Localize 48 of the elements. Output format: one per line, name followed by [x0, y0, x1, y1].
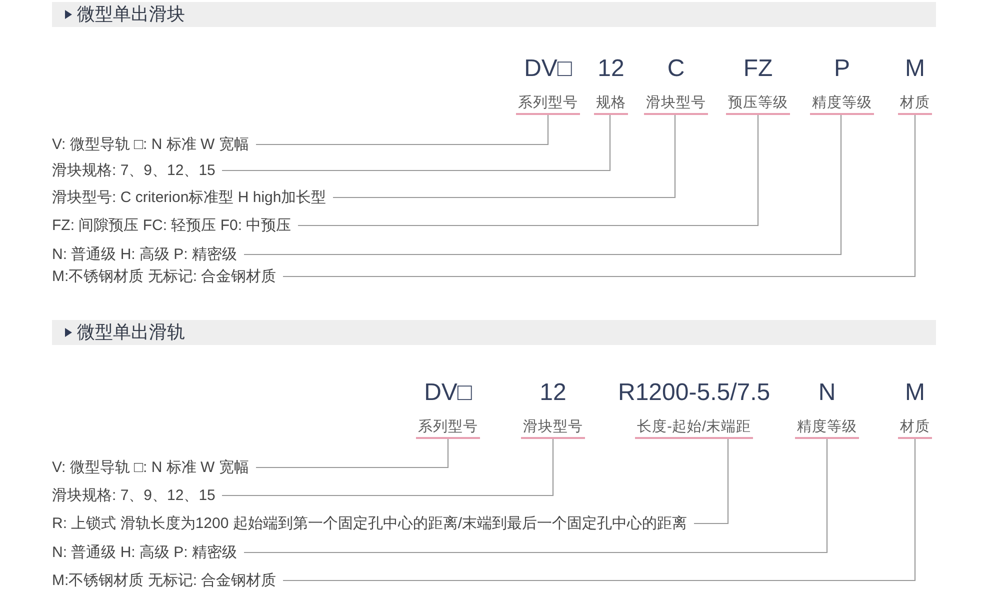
description-text: R: 上锁式 滑轨长度为1200 起始端到第一个固定孔中心的距离/末端到最后一个固定孔中心的距离 — [52, 514, 694, 532]
description-text: 滑块规格: 7、9、12、15 — [52, 160, 222, 180]
code-letters: M — [905, 379, 925, 407]
underlined-label: 精度等级 — [810, 94, 874, 115]
description-text: 滑块规格: 7、9、12、15 — [52, 486, 222, 504]
underlined-label: 滑块型号 — [644, 94, 708, 115]
leader-line — [222, 115, 611, 172]
description-text: M:不锈钢材质 无标记: 合金钢材质 — [52, 266, 284, 286]
underlined-label: 材质 — [898, 418, 932, 439]
leader-line — [256, 439, 449, 468]
code-letters: DV□ — [424, 379, 472, 407]
leader-line — [244, 115, 842, 256]
underlined-label: 系列型号 — [516, 94, 580, 115]
section-title: 微型单出滑轨 — [77, 321, 185, 344]
underlined-label: 滑块型号 — [521, 418, 585, 439]
description-text: FZ: 间隙预压 FC: 轻预压 F0: 中预压 — [52, 216, 298, 234]
leader-line — [694, 439, 729, 524]
section-header-band — [52, 2, 936, 27]
description-text: V: 微型导轨 □: N 标准 W 宽幅 — [52, 458, 256, 476]
section-header-band — [52, 320, 936, 345]
section-title: 微型单出滑块 — [77, 3, 185, 26]
code-letters: FZ — [743, 55, 773, 83]
underlined-label: 精度等级 — [795, 418, 859, 439]
leader-line — [256, 115, 549, 146]
underlined-label: 长度-起始/末端距 — [635, 418, 753, 439]
code-letters: C — [667, 55, 685, 83]
description-text: M:不锈钢材质 无标记: 合金钢材质 — [52, 570, 284, 590]
leader-line — [298, 115, 759, 226]
underlined-label: 规格 — [594, 94, 628, 115]
description-text: N: 普通级 H: 高级 P: 精密级 — [52, 542, 244, 562]
code-letters: N — [818, 379, 836, 407]
code-letters: M — [905, 55, 925, 83]
code-letters: DV□ — [524, 55, 572, 83]
description-text: N: 普通级 H: 高级 P: 精密级 — [52, 244, 244, 264]
code-letters: 12 — [540, 379, 566, 407]
underlined-label: 预压等级 — [726, 94, 790, 115]
underlined-label: 材质 — [898, 94, 932, 115]
leader-line — [244, 439, 828, 554]
leader-line — [333, 115, 676, 198]
underlined-label: 系列型号 — [416, 418, 480, 439]
code-letters: 12 — [598, 55, 624, 83]
code-letters: P — [834, 55, 850, 83]
leader-line — [222, 439, 554, 496]
leader-line — [283, 115, 916, 278]
leader-line — [283, 439, 916, 582]
description-text: 滑块型号: C criterion标准型 H high加长型 — [52, 188, 334, 206]
code-letters: R1200-5.5/7.5 — [618, 379, 770, 407]
description-text: V: 微型导轨 □: N 标准 W 宽幅 — [52, 134, 256, 154]
